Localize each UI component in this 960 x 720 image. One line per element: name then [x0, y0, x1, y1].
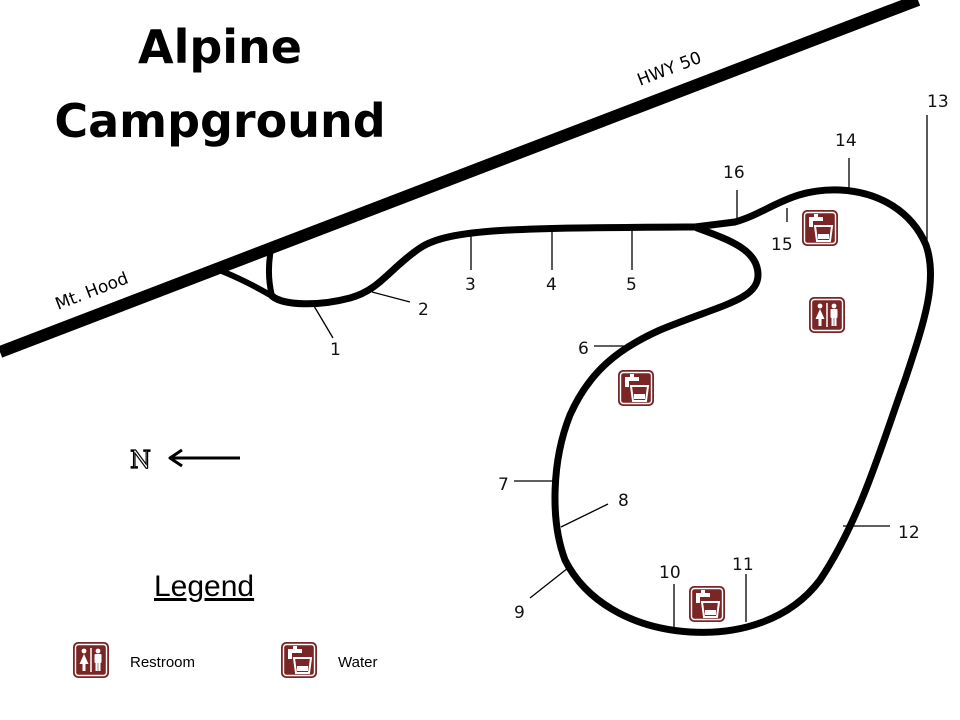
legend-title: Legend [154, 570, 255, 603]
site-7: 7 [498, 475, 509, 495]
site-11: 11 [732, 555, 754, 575]
site-4: 4 [546, 275, 557, 295]
restroom-icon [808, 296, 846, 334]
highway-road [0, 0, 921, 358]
legend-water-label: Water [338, 654, 378, 671]
legend-water-icon [280, 641, 318, 679]
water-icon [801, 209, 839, 247]
north-arrow: N [129, 445, 240, 475]
water-icon [617, 369, 655, 407]
north-label: N [130, 446, 151, 474]
site-markers [313, 115, 928, 630]
entrance-road [212, 243, 275, 299]
campground-loop-road [268, 186, 935, 636]
site-10: 10 [659, 563, 681, 583]
site-16: 16 [723, 163, 745, 183]
legend-restroom-label: Restroom [130, 654, 196, 671]
site-9: 9 [514, 603, 525, 623]
site-12: 12 [898, 523, 920, 543]
site-8: 8 [618, 491, 629, 511]
water-icon [688, 585, 726, 623]
site-1: 1 [330, 340, 341, 360]
site-6: 6 [578, 339, 589, 359]
site-14: 14 [835, 131, 857, 151]
site-2: 2 [418, 300, 429, 320]
map-title-line1: Alpine [137, 20, 302, 74]
site-3: 3 [465, 275, 476, 295]
site-5: 5 [626, 275, 637, 295]
map-title-line2: Campground [54, 94, 386, 148]
site-15: 15 [771, 235, 793, 255]
site-13: 13 [927, 92, 949, 112]
legend-restroom-icon [72, 641, 110, 679]
